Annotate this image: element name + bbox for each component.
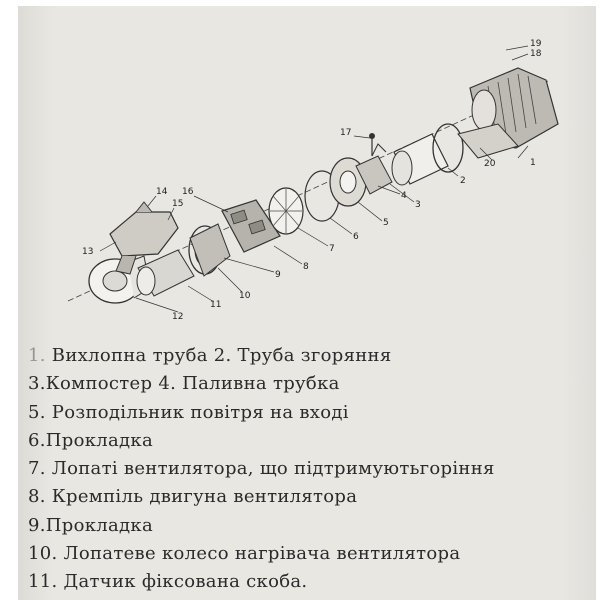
callout-20: 20 [484,159,496,169]
part-ring-gasket [432,123,464,173]
legend-text: Кремпіль двигуна вентилятора [45,486,358,508]
legend-text: Лопатеве колесо нагрівача вентилятора [57,543,461,565]
legend-text: Компостер 4. Паливна трубка [45,373,340,395]
exploded-view-diagram: 1 2 3 4 5 6 7 8 9 10 11 12 13 14 15 16 1… [18,6,596,336]
legend-line: 6.Прокладка [28,427,588,455]
leader-lines [99,45,529,313]
parts-legend: 1. Вихлопна труба 2. Труба згоряння 3.Ко… [28,342,588,597]
legend-number: 9. [28,514,46,536]
legend-text: Датчик фіксована скоба. [57,571,308,593]
callout-13: 13 [82,247,93,257]
legend-line: 9.Прокладка [28,512,588,540]
legend-line: 11. Датчик фіксована скоба. [28,568,588,596]
callout-12: 12 [172,312,183,322]
legend-text: Лопаті вентилятора, що підтримуютьгорінн… [45,458,495,480]
legend-number: 5. [28,401,46,423]
part-3-burner [355,143,393,195]
legend-number: 11. [28,571,58,593]
callout-7: 7 [329,244,335,254]
legend-text: Прокладка [45,514,154,536]
callout-6: 6 [353,232,359,242]
legend-line: 10. Лопатеве колесо нагрівача вентилятор… [28,540,588,568]
legend-number: 10. [28,543,58,565]
exploded-view-svg: 1 2 3 4 5 6 7 8 9 10 11 12 13 14 15 16 1… [67,39,559,322]
part-1-heat-exchanger [457,67,559,159]
legend-number: 8. [28,486,46,508]
legend-number: 3. [28,373,46,395]
callout-3: 3 [415,200,421,210]
callout-19: 19 [530,39,542,49]
callout-14: 14 [156,187,168,197]
legend-line: 8. Кремпіль двигуна вентилятора [28,483,588,511]
callout-10: 10 [239,291,251,301]
part-5-air-distributor [329,157,367,207]
legend-line: 7. Лопаті вентилятора, що підтримуютьгор… [28,455,588,483]
part-8-fan-motor [221,199,281,253]
part-2-combustion-pipe [391,133,449,186]
part-10-fan-wheel [189,223,231,277]
callout-1: 1 [530,158,536,168]
callout-8: 8 [303,262,309,272]
legend-number: 7. [28,458,46,480]
part-11-cylinder [136,249,195,297]
callout-15: 15 [172,199,183,209]
legend-line: 5. Розподільник повітря на вході [28,399,588,427]
legend-text: Розподільник повітря на вході [45,401,349,423]
legend-number: 1. [28,345,46,366]
legend-text: Вихлопна труба 2. Труба згоряння [45,345,392,366]
legend-text: Прокладка [45,429,154,451]
callout-4: 4 [401,191,407,201]
callout-9: 9 [275,270,281,280]
legend-line: 1. Вихлопна труба 2. Труба згоряння [28,342,588,370]
manual-photo: 1 2 3 4 5 6 7 8 9 10 11 12 13 14 15 16 1… [18,6,596,600]
part-7-fan-blades [268,187,304,235]
part-13-bracket [109,201,179,275]
callout-5: 5 [383,218,389,228]
callout-16: 16 [182,187,194,197]
legend-line: 3.Компостер 4. Паливна трубка [28,370,588,398]
callout-17: 17 [340,128,351,138]
callout-11: 11 [210,300,221,310]
part-17-screw [369,133,375,156]
assembly-axis [67,80,549,302]
callout-18: 18 [530,49,542,59]
callout-2: 2 [460,176,466,186]
legend-number: 6. [28,429,46,451]
